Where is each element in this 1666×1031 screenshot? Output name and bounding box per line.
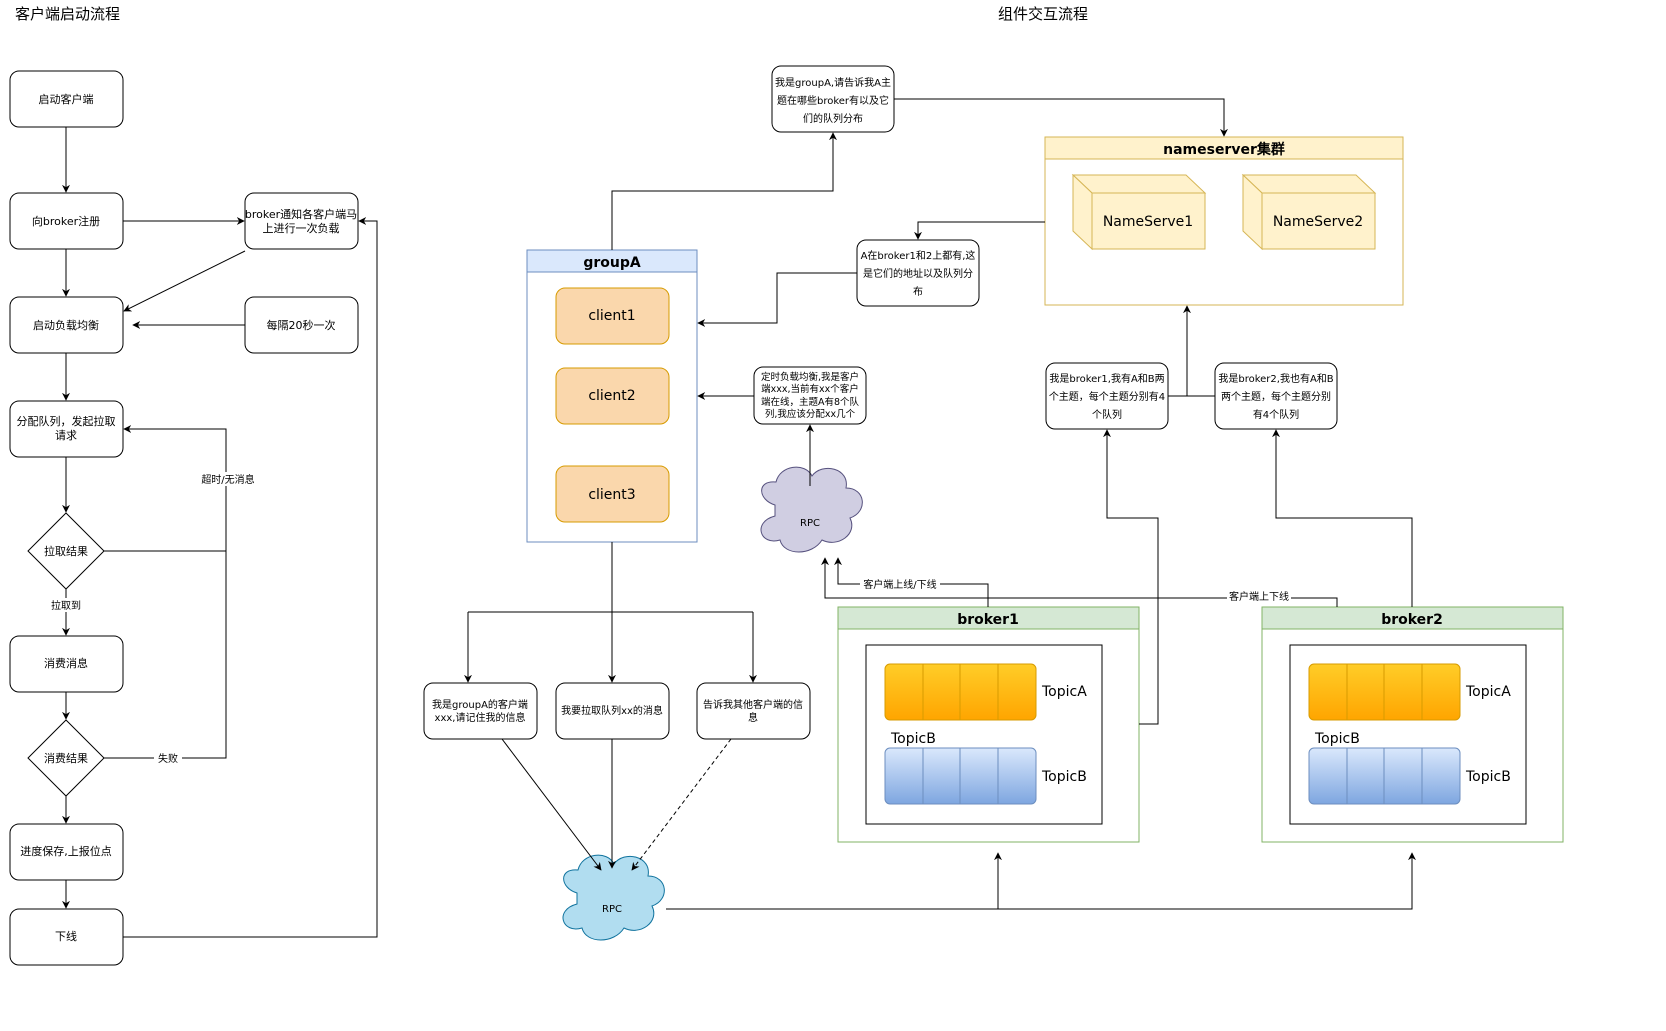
b2-topicB-label: TopicB xyxy=(1465,769,1511,785)
consume-label: 消费消息 xyxy=(44,656,88,670)
right-title: 组件交互流程 xyxy=(998,5,1088,23)
fail-label: 失败 xyxy=(158,752,178,765)
b1-topicB-caption: TopicB xyxy=(890,731,936,747)
nameserver2-label: NameServe2 xyxy=(1273,214,1363,230)
left-flow-arrows xyxy=(62,127,378,938)
start-label: 启动客户端 xyxy=(39,92,94,106)
req1-line-2: xxx,请记住我的信息 xyxy=(435,711,526,724)
online-label-2: 客户端上下线 xyxy=(1229,590,1289,603)
rebalance-note-3: 端在线，主题A有8个队 xyxy=(761,396,860,408)
nameserver-title: nameserver集群 xyxy=(1163,141,1285,158)
broker2: broker2 TopicA TopicB TopicB xyxy=(1261,606,1564,843)
left-title: 客户端启动流程 xyxy=(15,5,120,23)
assign-label-1: 分配队列，发起拉取 xyxy=(17,414,116,428)
assign-label-2: 请求 xyxy=(55,429,77,442)
b2-report-3: 有4个队列 xyxy=(1253,408,1299,421)
timeout-label: 超时/无消息 xyxy=(201,473,254,486)
b2-topicA-label: TopicA xyxy=(1465,684,1511,700)
rpc-bottom-label: RPC xyxy=(602,904,622,915)
req1-line-1: 我是groupA的客户端 xyxy=(432,698,528,711)
rebalance-note-2: 端xxx,当前有xx个客户 xyxy=(761,383,859,395)
client1-box xyxy=(555,287,670,345)
rpc-top-label: RPC xyxy=(800,518,820,529)
client2-box xyxy=(555,367,670,425)
register-label: 向broker注册 xyxy=(32,214,100,228)
pulled-label: 拉取到 xyxy=(51,599,81,612)
online-label: 客户端上线/下线 xyxy=(863,578,936,591)
client2-label: client2 xyxy=(588,388,635,404)
ask-ns-line-3: 们的队列分布 xyxy=(803,112,863,125)
rebalance-label: 启动负载均衡 xyxy=(33,318,99,332)
ask-ns-line-2: 题在哪些broker有以及它 xyxy=(777,94,889,107)
notify-label-2: 上进行一次负载 xyxy=(263,221,340,235)
nameserver2-cube xyxy=(1241,173,1377,251)
req3-line-2: 息 xyxy=(748,711,758,724)
nameserver1-label: NameServe1 xyxy=(1103,214,1193,230)
group-a-title: groupA xyxy=(583,255,641,271)
rpc-cloud-top xyxy=(760,466,863,553)
b1-report-3: 个队列 xyxy=(1092,408,1122,421)
client1-label: client1 xyxy=(588,308,635,324)
b2-topicB-caption: TopicB xyxy=(1314,731,1360,747)
consume-result-label: 消费结果 xyxy=(44,751,88,765)
b1-topicA-label: TopicA xyxy=(1041,684,1087,700)
b2-report-2: 两个主题，每个主题分别 xyxy=(1221,390,1331,403)
nameserver1-cube xyxy=(1071,173,1207,251)
client3-box xyxy=(555,465,670,523)
req3-line-1: 告诉我其他客户端的信 xyxy=(703,698,803,711)
nameserver-cluster: nameserver集群 NameServe1 NameServe2 xyxy=(1044,136,1404,306)
save-label: 进度保存,上报位点 xyxy=(20,844,112,858)
broker1-title: broker1 xyxy=(957,612,1019,628)
rebalance-note-1: 定时负载均衡,我是客户 xyxy=(761,371,859,383)
b1-report-1: 我是broker1,我有A和B两 xyxy=(1049,372,1164,385)
offline-label: 下线 xyxy=(55,929,77,943)
req2-label: 我要拉取队列xx的消息 xyxy=(561,704,663,717)
right-flow-arrows xyxy=(464,98,1416,910)
b2-report-1: 我是broker2,我也有A和B xyxy=(1218,372,1333,385)
b1-topicB-label: TopicB xyxy=(1041,769,1087,785)
client3-label: client3 xyxy=(588,487,635,503)
req-register-box xyxy=(423,682,538,740)
ns-reply-line-1: A在broker1和2上都有,这 xyxy=(861,249,976,262)
b1-report-2: 个主题，每个主题分别有4 xyxy=(1049,390,1165,403)
ns-reply-line-3: 布 xyxy=(913,286,923,298)
ns-reply-line-2: 是它们的地址以及队列分 xyxy=(863,267,973,280)
broker1: broker1 TopicA TopicB TopicB xyxy=(837,606,1140,843)
broker2-title: broker2 xyxy=(1381,612,1443,628)
group-a: groupA client1 client2 client3 xyxy=(526,249,698,543)
pull-result-label: 拉取结果 xyxy=(44,544,88,558)
rebalance-note-4: 列,我应该分配xx几个 xyxy=(765,408,856,420)
notify-label-1: broker通知各客户端马 xyxy=(245,207,357,221)
ask-ns-line-1: 我是groupA,请告诉我A主 xyxy=(775,76,891,89)
notify-box xyxy=(244,192,359,250)
timer-label: 每隔20秒一次 xyxy=(267,318,336,332)
rpc-cloud-bottom xyxy=(562,854,665,941)
req-others-box xyxy=(696,682,811,740)
